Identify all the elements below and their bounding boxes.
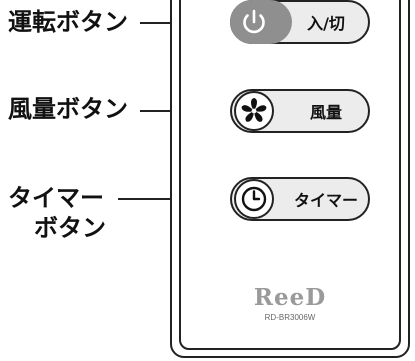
- clock-icon: [234, 179, 274, 219]
- timer-button-label: タイマー: [293, 191, 358, 210]
- power-button-label: 入/切: [307, 14, 345, 33]
- timer-button[interactable]: タイマー: [230, 177, 370, 221]
- power-button-callout: 運転ボタン: [8, 8, 128, 36]
- fan-speed-button[interactable]: 風量: [230, 89, 370, 133]
- brand-logo: ReeD: [253, 284, 327, 311]
- timer-button-callout-line1: タイマー: [8, 184, 104, 212]
- fan-icon: [234, 91, 274, 131]
- power-icon: [234, 2, 274, 42]
- timer-button-callout-line2: ボタン: [34, 214, 106, 242]
- fan-speed-button-label: 風量: [309, 103, 342, 122]
- power-button[interactable]: 入/切: [230, 0, 370, 44]
- model-number: RD-BR3006W: [264, 313, 316, 322]
- remote-control-face: [179, 0, 401, 350]
- fan-button-callout: 風量ボタン: [8, 95, 128, 123]
